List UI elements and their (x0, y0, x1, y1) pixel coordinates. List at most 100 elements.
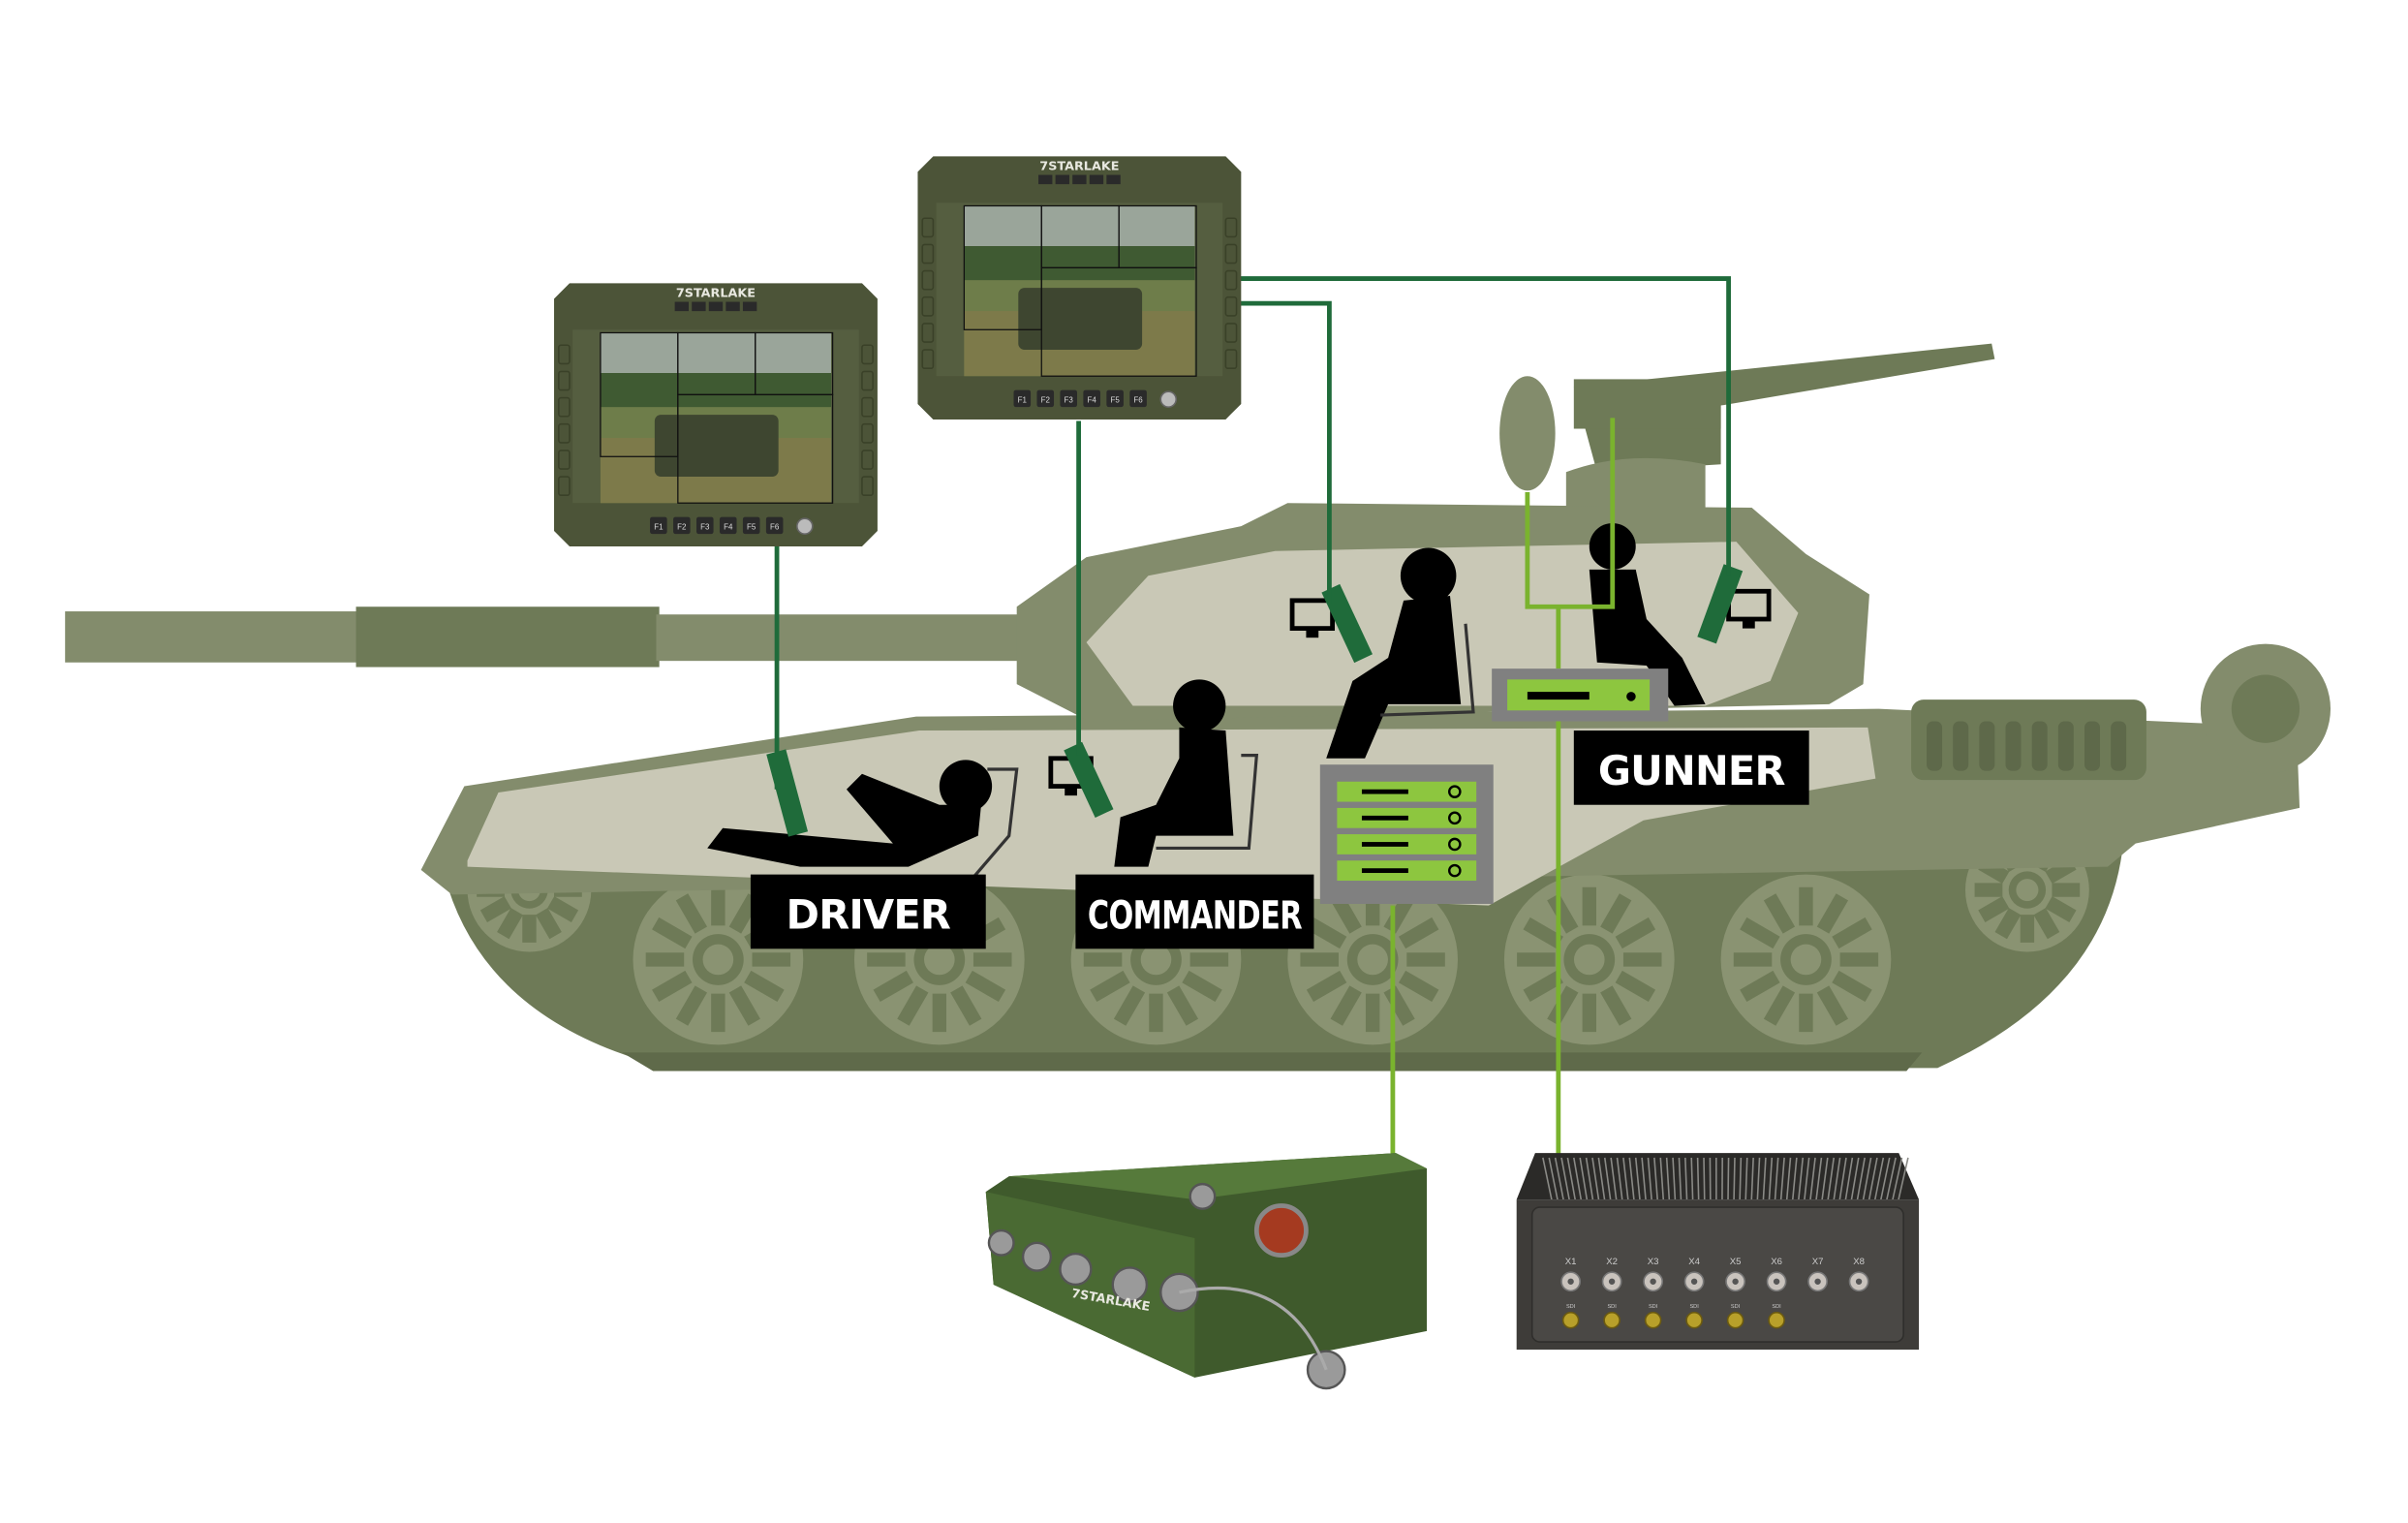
side-soft-key[interactable] (558, 344, 571, 365)
driver-label: DRIVER (787, 891, 951, 939)
svg-text:F3: F3 (1065, 395, 1074, 404)
port-label: X5 (1730, 1257, 1742, 1267)
rugged-computer: 7STARLAKE (985, 1153, 1428, 1390)
monitor-control-button[interactable] (725, 301, 740, 312)
side-soft-key[interactable] (861, 396, 874, 418)
gunner-panel-center (1321, 583, 1373, 664)
function-key-f2[interactable]: F2 (673, 516, 691, 535)
monitor-control-button[interactable] (1089, 174, 1104, 185)
svg-text:F5: F5 (1110, 395, 1120, 404)
svg-text:F6: F6 (770, 522, 780, 531)
rack-unit (1337, 807, 1477, 828)
side-soft-key[interactable] (861, 344, 874, 365)
side-soft-key[interactable] (921, 243, 935, 264)
monitor-brand: 7STARLAKE (676, 287, 756, 301)
svg-text:F3: F3 (700, 522, 710, 531)
monitor-brand: 7STARLAKE (1039, 160, 1119, 174)
sdi-label: SDI (1731, 1304, 1741, 1310)
display-links (774, 276, 1731, 790)
side-soft-key[interactable] (921, 217, 935, 238)
side-soft-key[interactable] (861, 422, 874, 444)
sdi-label: SDI (1566, 1304, 1576, 1310)
monitor-control-button[interactable] (1055, 174, 1070, 185)
side-soft-key[interactable] (558, 450, 571, 470)
svg-text:F2: F2 (1041, 395, 1051, 404)
side-soft-key[interactable] (921, 269, 935, 291)
side-soft-key[interactable] (558, 476, 571, 497)
svg-text:F4: F4 (1088, 395, 1097, 404)
monitor-control-button[interactable] (1106, 174, 1121, 185)
svg-text:F4: F4 (724, 522, 733, 531)
side-soft-key[interactable] (558, 370, 571, 391)
commander-label: COMMANDER (1088, 894, 1303, 939)
monitor-control-button[interactable] (708, 301, 724, 312)
side-soft-key[interactable] (921, 349, 935, 370)
side-soft-key[interactable] (861, 450, 874, 470)
side-soft-key[interactable] (1224, 217, 1238, 238)
side-soft-key[interactable] (558, 396, 571, 418)
function-key-f5[interactable]: F5 (1106, 389, 1124, 408)
side-soft-key[interactable] (1224, 243, 1238, 264)
side-soft-key[interactable] (1224, 269, 1238, 291)
monitor-control-button[interactable] (692, 301, 706, 312)
monitor-control-button[interactable] (674, 301, 690, 312)
sdi-label: SDI (1772, 1304, 1781, 1310)
side-soft-key[interactable] (921, 323, 935, 343)
rack-unit (1337, 834, 1477, 855)
rugged-monitor-driver: 7STARLAKE F1 F2 F3 F4 F5 F6 (554, 283, 878, 546)
monitor-screen (600, 331, 834, 504)
road-wheel (1287, 874, 1458, 1045)
label-commander: COMMANDER (1075, 874, 1314, 949)
sdi-label: SDI (1649, 1304, 1658, 1310)
side-soft-key[interactable] (558, 422, 571, 444)
function-key-f3[interactable]: F3 (1060, 389, 1077, 408)
side-soft-key[interactable] (1224, 349, 1238, 370)
commander-figure (1114, 679, 1259, 867)
port-label: X6 (1771, 1257, 1782, 1267)
svg-text:F1: F1 (654, 522, 664, 531)
knob-icon[interactable] (1159, 390, 1178, 408)
monitor-control-button[interactable] (1072, 174, 1087, 185)
function-key-f1[interactable]: F1 (650, 516, 667, 535)
commander-panel (1064, 741, 1114, 818)
bnc-port-x7: X7 (1807, 1257, 1828, 1292)
knob-icon[interactable] (796, 517, 814, 535)
function-key-f4[interactable]: F4 (1083, 389, 1100, 408)
monitor-control-button[interactable] (742, 301, 757, 312)
side-soft-key[interactable] (921, 295, 935, 317)
function-key-f1[interactable]: F1 (1013, 389, 1032, 408)
side-soft-key[interactable] (1224, 323, 1238, 343)
road-wheel (1503, 874, 1675, 1045)
sdi-label: SDI (1689, 1304, 1699, 1310)
monitor-screen (963, 204, 1197, 377)
side-soft-key[interactable] (1224, 295, 1238, 317)
function-key-f5[interactable]: F5 (742, 516, 760, 535)
port-label: X1 (1565, 1257, 1577, 1267)
driver-figure (707, 760, 1019, 891)
gunner-unit (1492, 668, 1669, 722)
function-key-f2[interactable]: F2 (1036, 389, 1055, 408)
road-wheel (1720, 874, 1892, 1045)
side-soft-key[interactable] (861, 370, 874, 391)
function-key-f6[interactable]: F6 (765, 516, 784, 535)
rack-unit (1337, 860, 1477, 882)
side-soft-key[interactable] (861, 476, 874, 497)
port-label: X8 (1853, 1257, 1865, 1267)
function-key-f4[interactable]: F4 (719, 516, 737, 535)
server-rack (1319, 764, 1494, 904)
rack-unit (1337, 781, 1477, 802)
svg-text:F5: F5 (747, 522, 756, 531)
function-key-f3[interactable]: F3 (696, 516, 714, 535)
gunner-figure-center (1326, 547, 1475, 759)
crew-silhouettes (707, 522, 1706, 891)
port-label: X4 (1688, 1257, 1700, 1267)
monitor-control-button[interactable] (1038, 174, 1053, 185)
function-key-f6[interactable]: F6 (1129, 389, 1147, 408)
